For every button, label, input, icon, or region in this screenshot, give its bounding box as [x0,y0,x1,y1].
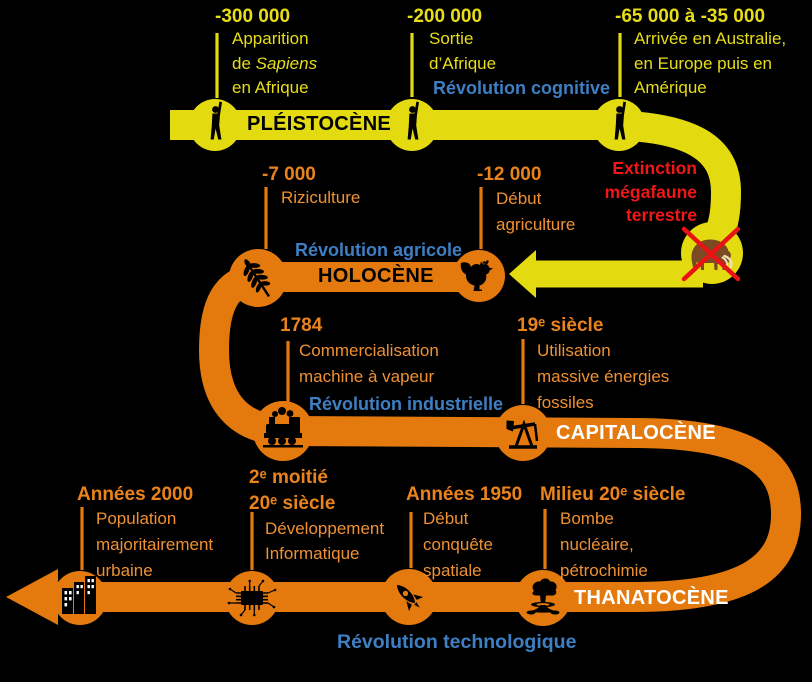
steam-locomotive-icon [263,407,303,448]
locomotive-node [253,401,313,461]
mammoth-node [681,222,743,284]
event-vapeur-date: 1784 [280,315,323,336]
event-urbaine-text: Population majoritairement urbaine [96,509,214,580]
pleistocene-nodes [189,99,645,151]
oil-pumpjack-icon [506,419,539,449]
event-nucleaire-date: Milieu 20ᵉ siècle [540,484,686,505]
event-spatiale-text: Début conquête spatiale [423,509,493,580]
event-informatique-text: Développement Informatique [265,519,385,563]
event-nucleaire-text: Bombe nucléaire, pétrochimie [560,509,648,580]
era-holocene-label: HOLOCÈNE [318,265,434,287]
event-agriculture-date: -12 000 [477,164,542,185]
label-revolution-industrielle: Révolution industrielle [309,394,504,414]
microchip-node [225,571,279,625]
city-node [53,571,107,625]
era-capitalocene-label: CAPITALOCÈNE [556,422,716,444]
rocket-icon [396,584,424,612]
event-sortie-date: -200 000 [407,6,483,27]
era-thanatocene-label: THANATOCÈNE [574,587,729,609]
event-arrivee-date: -65 000 à -35 000 [615,6,766,27]
mushroom-cloud-node [515,570,571,626]
city-buildings-icon [62,576,96,614]
event-fossiles-date: 19ᵉ siècle [517,315,604,336]
label-revolution-agricole: Révolution agricole [295,240,463,260]
sapiens-italic: Sapiens [255,53,318,73]
yellow-ticks [215,33,622,98]
event-riziculture-date: -7 000 [262,164,316,185]
nuclear-mushroom-cloud-icon [526,578,560,615]
yellow-arrowhead-icon [509,250,536,298]
red-cross-icon [681,226,741,282]
event-fossiles-text: Utilisation massive énergies fossiles [537,341,670,412]
event-sapiens-text: Apparition de Sapiens en Afrique [232,29,318,97]
event-urbaine-date: Années 2000 [77,484,194,505]
event-informatique-date: 2ᵉ moitié 20ᵉ siècle [249,467,336,514]
rooster-node [453,250,505,302]
label-revolution-cognitive: Révolution cognitive [433,78,611,98]
event-vapeur-text: Commercialisation machine à vapeur [299,341,439,386]
label-extinction: Extinction mégafaune terrestre [604,158,697,225]
event-arrivee-text: Arrivée en Australie, en Europe puis en … [634,29,787,97]
rooster-icon [460,260,493,291]
event-sortie-text: Sortie d’Afrique [429,29,497,73]
event-agriculture-text: Début agriculture [496,189,576,234]
microchip-icon [227,579,277,617]
label-revolution-technologique: Révolution technologique [337,631,577,653]
pumpjack-node [495,405,551,461]
event-riziculture-text: Riziculture [281,188,361,207]
era-pleistocene-label: PLÉISTOCÈNE [247,113,392,135]
orange-ticks [80,187,547,570]
event-spatiale-date: Années 1950 [406,484,523,505]
orange-arrowhead-icon [6,569,58,625]
rocket-node [381,569,437,625]
wheat-icon [243,259,271,298]
wheat-node [229,249,287,307]
orange-band-path [58,262,802,612]
event-sapiens-date: -300 000 [215,6,291,27]
